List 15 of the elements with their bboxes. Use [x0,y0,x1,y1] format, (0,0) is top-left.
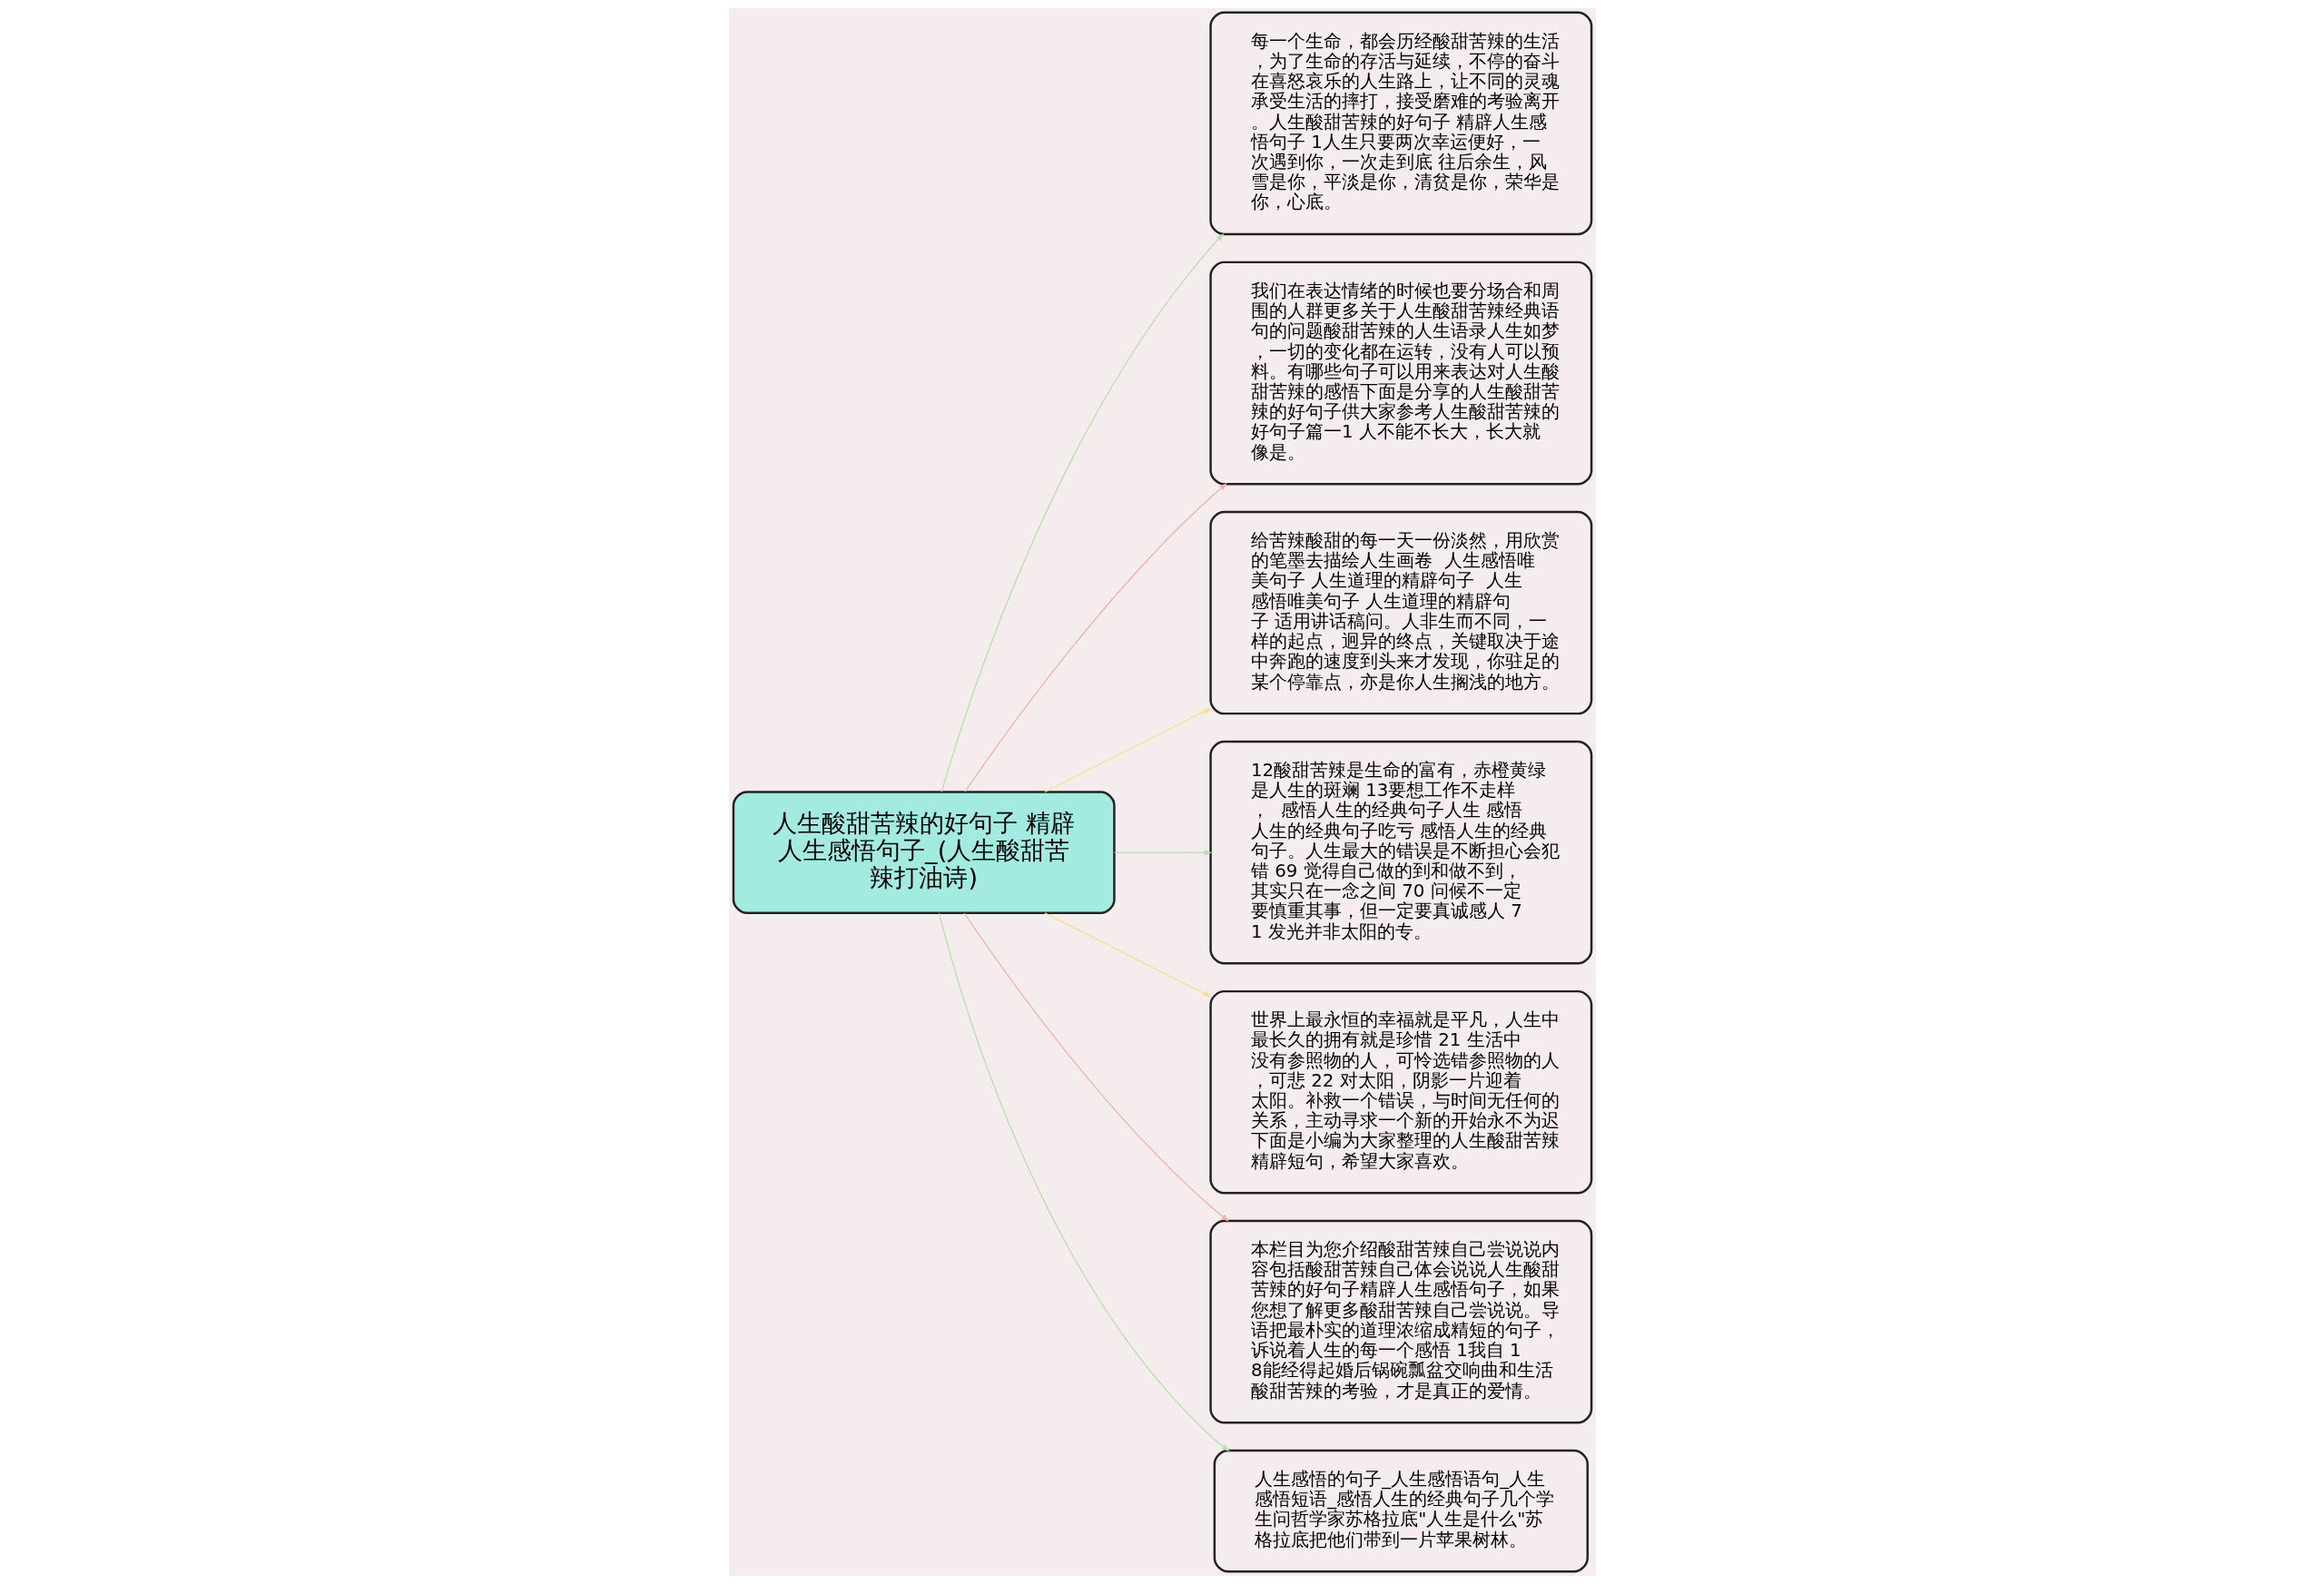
arrow [938,912,1230,1452]
arrow [1043,912,1212,998]
node-box: 人生感悟的句子_人生感悟语句_人生感悟短语_感悟人生的经典句子几个学生问哲学家苏格拉底"人生是什么"苏格拉底把他们带到一片苹果树林。 [1213,1449,1589,1573]
arrow [963,483,1227,792]
node-box: 我们在表达情绪的时候也要分场合和周围的人群更多关于人生酸甜苦辣经典语句的问题酸甜苦辣的人生语录人生如梦，一切的变化都在运转，没有人可以预料。有哪些句子可以用来表达对人生酸甜苦辣的感悟下面是分享的人生酸甜苦辣的好句子供大家参考人生酸甜苦辣的好句子篇一1 人不能不长大，长大就像是。 [1208,261,1592,486]
arrow [1043,707,1212,793]
arrow [1113,850,1212,856]
node-box: 每一个生命，都会历经酸甜苦辣的生活，为了生命的存活与延续，不停的奋斗在喜怒哀乐的人生路上，让不同的灵魂承受生活的摔打，接受磨难的考验离开。人生酸甜苦辣的好句子 精辟人生感悟句子 1人生只要两次幸运便好，一次遇到你，一次走到底 往后余生，风雪是你，平淡是你，清贫是你，荣华是你，心底。 [1208,11,1592,236]
arrow [940,233,1224,792]
arrow [963,912,1229,1222]
node-box: 12酸甜苦辣是生命的富有，赤橙黄绿是人生的斑斓 13要想工作不走样， 感悟人生的经典句子人生 感悟人生的经典句子吃亏 感悟人生的经典句子。人生最大的错误是不断担心会犯错 69 觉得自己做的到和做不到，其实只在一念之间 70 问候不一定要慎重其事，但一定要真诚感人 71 发光并非太阳的专。 [1208,740,1592,965]
node-box: 世界上最永恒的幸福就是平凡，人生中最长久的拥有就是珍惜 21 生活中没有参照物的人，可怜选错参照物的人，可悲 22 对太阳，阴影一片迎着太阳。补救一个错误，与时间无任何的关系，主动寻求一个新的开始永不为迟下面是小编为大家整理的人生酸甜苦辣精辟短句，希望大家喜欢。 [1208,989,1592,1195]
node-box: 本栏目为您介绍酸甜苦辣自己尝说说内容包括酸甜苦辣自己体会说说人生酸甜苦辣的好句子精辟人生感悟句子，如果您想了解更多酸甜苦辣自己尝说说。导语把最朴实的道理浓缩成精短的句子，诉说着人生的每一个感悟 1我自 18能经得起婚后锅碗瓢盆交响曲和生活酸甜苦辣的考验，才是真正的爱情。 [1208,1219,1592,1424]
node-box: 给苦辣酸甜的每一天一份淡然，用欣赏的笔墨去描绘人生画卷 人生感悟唯美句子 人生道理的精辟句子 人生感悟唯美句子 人生道理的精辟句子 适用讲话稿问。人非生而不同，一样的起点，迥异的终点，关键取决于途中奔跑的速度到头来才发现，你驻足的某个停靠点，亦是你人生搁浅的地方。 [1208,510,1592,715]
node-box: 人生酸甜苦辣的好句子 精辟人生感悟句子_(人生酸甜苦辣打油诗) [732,791,1116,914]
